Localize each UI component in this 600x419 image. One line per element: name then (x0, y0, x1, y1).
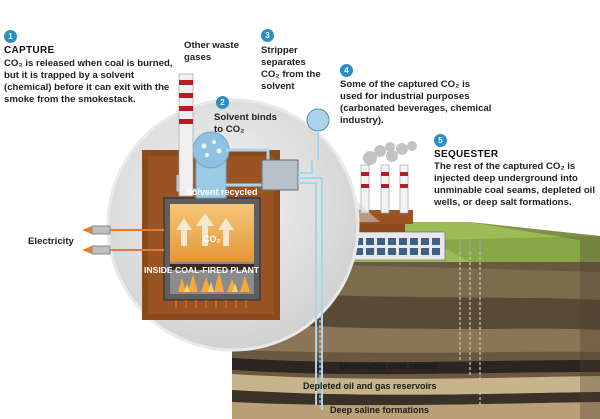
step-1-text: CO₂ is released when coal is burned, but… (4, 58, 173, 105)
smokestack (178, 73, 194, 197)
step-4-text: Some of the captured CO₂ is used for ind… (340, 79, 492, 126)
layer-coal-label: Unminable coal seams (340, 361, 438, 371)
step-5-text: The rest of the captured CO₂ is injected… (434, 161, 596, 208)
step-1-title: CAPTURE (4, 45, 55, 56)
step-4-badge: 4 (340, 64, 353, 77)
layer-saline-label: Deep saline formations (330, 405, 430, 415)
plant-interior (142, 108, 330, 410)
step-2-text: Solvent binds to CO₂ (214, 112, 277, 135)
electricity-label: Electricity (28, 236, 74, 247)
step-2-badge: 2 (216, 96, 229, 109)
step-5-title: SEQUESTER (434, 149, 499, 160)
layer-oil-gas-label: Depleted oil and gas reservoirs (303, 381, 437, 391)
step-3-badge: 3 (261, 29, 274, 42)
step-3-text: Stripper separates CO₂ from the solvent (261, 45, 321, 92)
ground-cross-section (232, 222, 600, 419)
step-1-badge: 1 (4, 30, 17, 43)
inside-plant-label: INSIDE COAL-FIRED PLANT (144, 265, 260, 275)
co2-label: CO₂ (203, 234, 221, 244)
step-5-badge: 5 (434, 134, 447, 147)
solvent-recycled-label: Solvent recycled (186, 187, 258, 197)
other-waste-gases-label: Other waste gases (184, 40, 239, 63)
electricity-output (82, 225, 164, 255)
